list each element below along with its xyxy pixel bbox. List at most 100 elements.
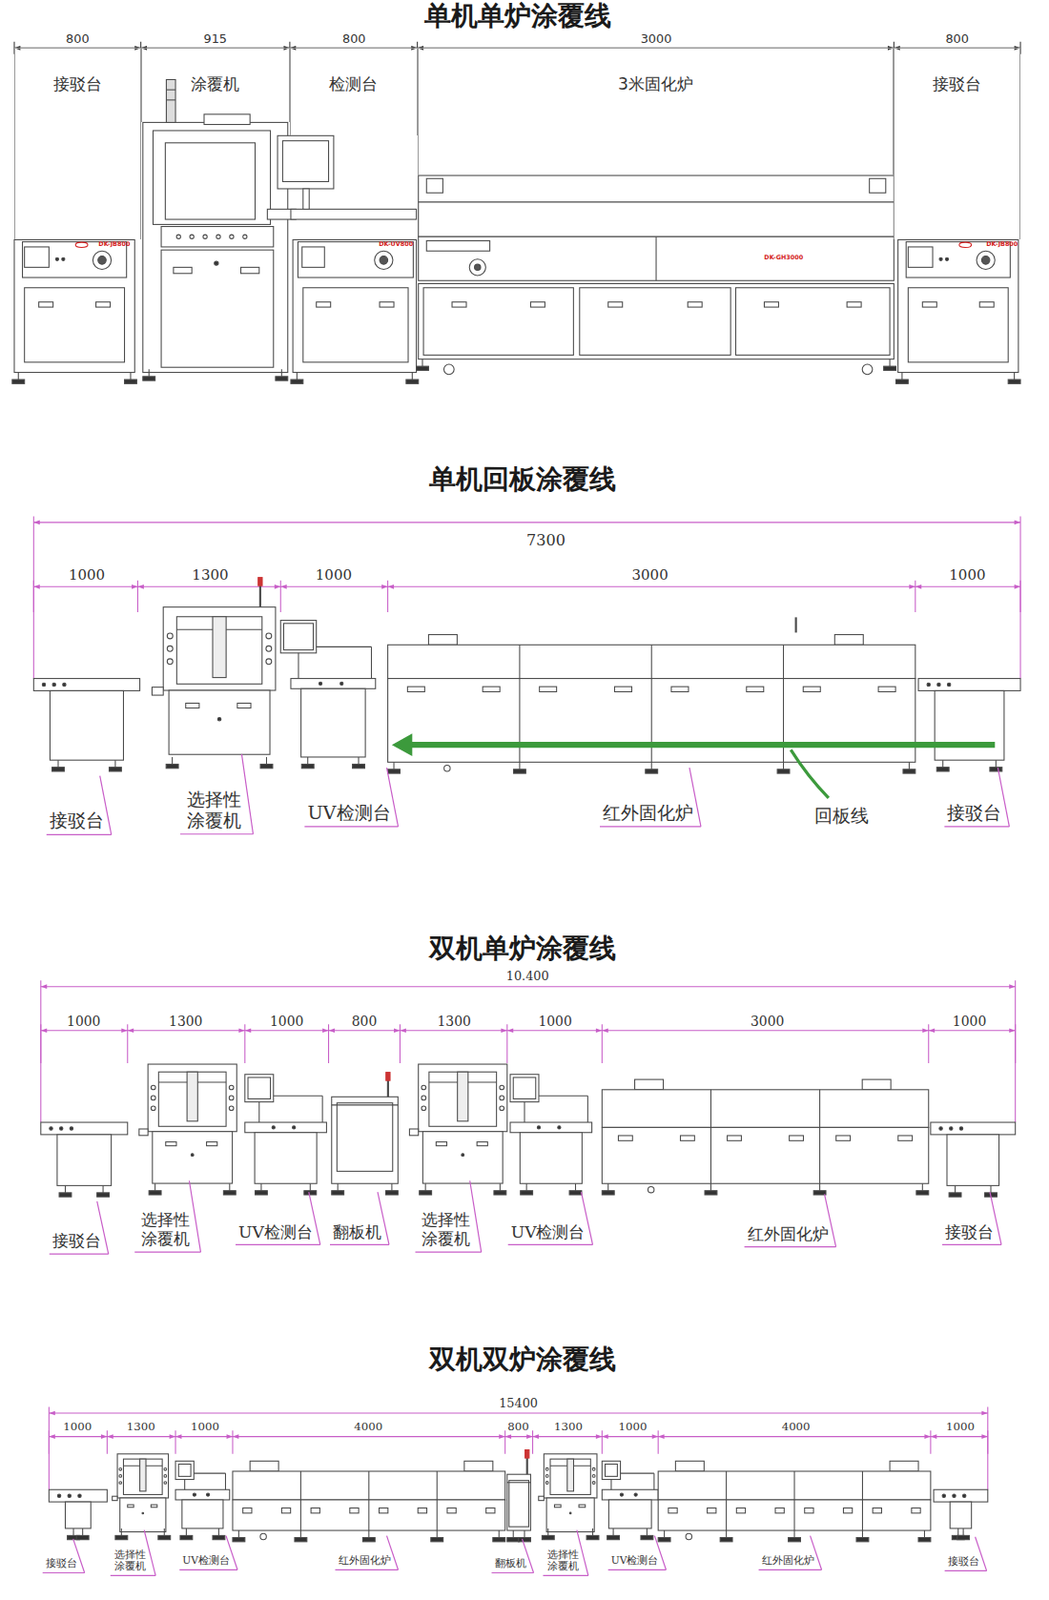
machine-callout: 红外固化炉 [761, 1555, 815, 1567]
machine-part [949, 1501, 971, 1529]
machine-callout: UV检测台 [307, 802, 391, 824]
model-code: DK-JB800 [98, 241, 130, 248]
line [185, 1528, 187, 1536]
arrowhead [533, 1434, 539, 1440]
extension-line [328, 1024, 330, 1064]
machine-foot [352, 763, 366, 768]
dial [962, 1494, 966, 1498]
line [646, 1528, 648, 1536]
line [171, 757, 173, 764]
machine-part [282, 141, 329, 183]
arrowhead [388, 584, 394, 590]
machine-foot [158, 1535, 171, 1540]
machine-part [316, 302, 331, 308]
line [114, 760, 116, 767]
arrowhead [131, 584, 138, 590]
line [184, 1480, 186, 1491]
arrowhead [930, 1434, 937, 1440]
machine-part [525, 1450, 530, 1460]
dimension-value: 1000 [616, 1420, 649, 1435]
line [228, 1183, 230, 1191]
leader-underline [335, 1569, 399, 1571]
dial [150, 1085, 156, 1091]
extension-line [126, 1024, 128, 1064]
machine-part [39, 302, 54, 308]
machine-part [538, 1496, 545, 1501]
dial [981, 256, 990, 266]
machine-callout: 选择性 涂覆机 [417, 1212, 474, 1250]
dial [189, 234, 194, 239]
dial [976, 250, 995, 269]
station-column: 接驳台 [893, 47, 1021, 240]
leader-underline [49, 1253, 109, 1255]
machine-foot [989, 767, 1003, 772]
dimension-value: 1300 [166, 1013, 205, 1029]
dial [499, 1106, 505, 1111]
machine-part [601, 1127, 928, 1184]
line [725, 1471, 727, 1531]
line [300, 1530, 302, 1538]
machine-foot [76, 1535, 89, 1540]
arrowhead [596, 1028, 602, 1033]
machine-foot [331, 1191, 345, 1195]
machine-callout: 选择性 涂覆机 [183, 788, 246, 831]
return-line-arrow [408, 741, 995, 748]
dimension-value: 1000 [946, 567, 988, 584]
dimension-line [41, 986, 1016, 988]
machine-part [277, 135, 334, 189]
arrowhead [498, 1434, 505, 1440]
machine-part [290, 678, 376, 690]
machine-callout: 红外固化炉 [747, 1225, 829, 1245]
machine-part [331, 1096, 399, 1184]
dimension-value: 800 [349, 1013, 380, 1029]
dial [52, 682, 56, 686]
arrowhead [505, 1434, 512, 1440]
dimension-value: 3000 [630, 567, 671, 584]
machine-part [178, 1464, 191, 1478]
station-name: 3米固化炉 [418, 48, 894, 95]
station-name: 检测台 [290, 48, 417, 95]
extension-line [33, 515, 35, 679]
dial [150, 1106, 156, 1111]
machine-part [727, 1135, 742, 1141]
line [663, 1530, 665, 1538]
dial [67, 1494, 71, 1498]
dial [164, 1481, 167, 1485]
machine-part [843, 1508, 852, 1514]
machine-part [452, 302, 467, 308]
dimension-value: 4000 [780, 1420, 813, 1435]
dimension-line [41, 1029, 1016, 1031]
dial [926, 682, 930, 686]
line [411, 372, 413, 380]
extension-line [914, 580, 916, 613]
dial [545, 1475, 549, 1479]
machine-callout: 选择性 涂覆机 [137, 1212, 193, 1250]
machine-part [302, 246, 326, 268]
dial [217, 718, 222, 722]
machine-part [946, 1134, 1000, 1187]
line [154, 1183, 156, 1191]
machine-foot [294, 1538, 308, 1543]
leader-underline [599, 825, 701, 827]
arrowhead [137, 584, 144, 590]
line [513, 1530, 515, 1538]
extension-line [33, 580, 35, 613]
arrowhead [922, 1028, 928, 1033]
machine-part [24, 287, 125, 363]
line [238, 1530, 240, 1538]
line [782, 761, 784, 769]
machine-callout: 接驳台 [45, 1558, 78, 1570]
machine-part [127, 1504, 134, 1508]
extension-line [231, 1430, 233, 1455]
machine-part [601, 1460, 620, 1480]
line [793, 1530, 795, 1538]
machine-part [687, 302, 702, 308]
machine-part [57, 1134, 112, 1187]
machine-part [567, 1459, 575, 1492]
machine-foot [388, 769, 401, 774]
machine-part [918, 678, 1021, 692]
arrowhead [981, 1434, 988, 1440]
station-column: 3米固化炉 [417, 47, 895, 176]
dimension-line [33, 521, 1021, 523]
machine-foot [180, 1535, 193, 1540]
